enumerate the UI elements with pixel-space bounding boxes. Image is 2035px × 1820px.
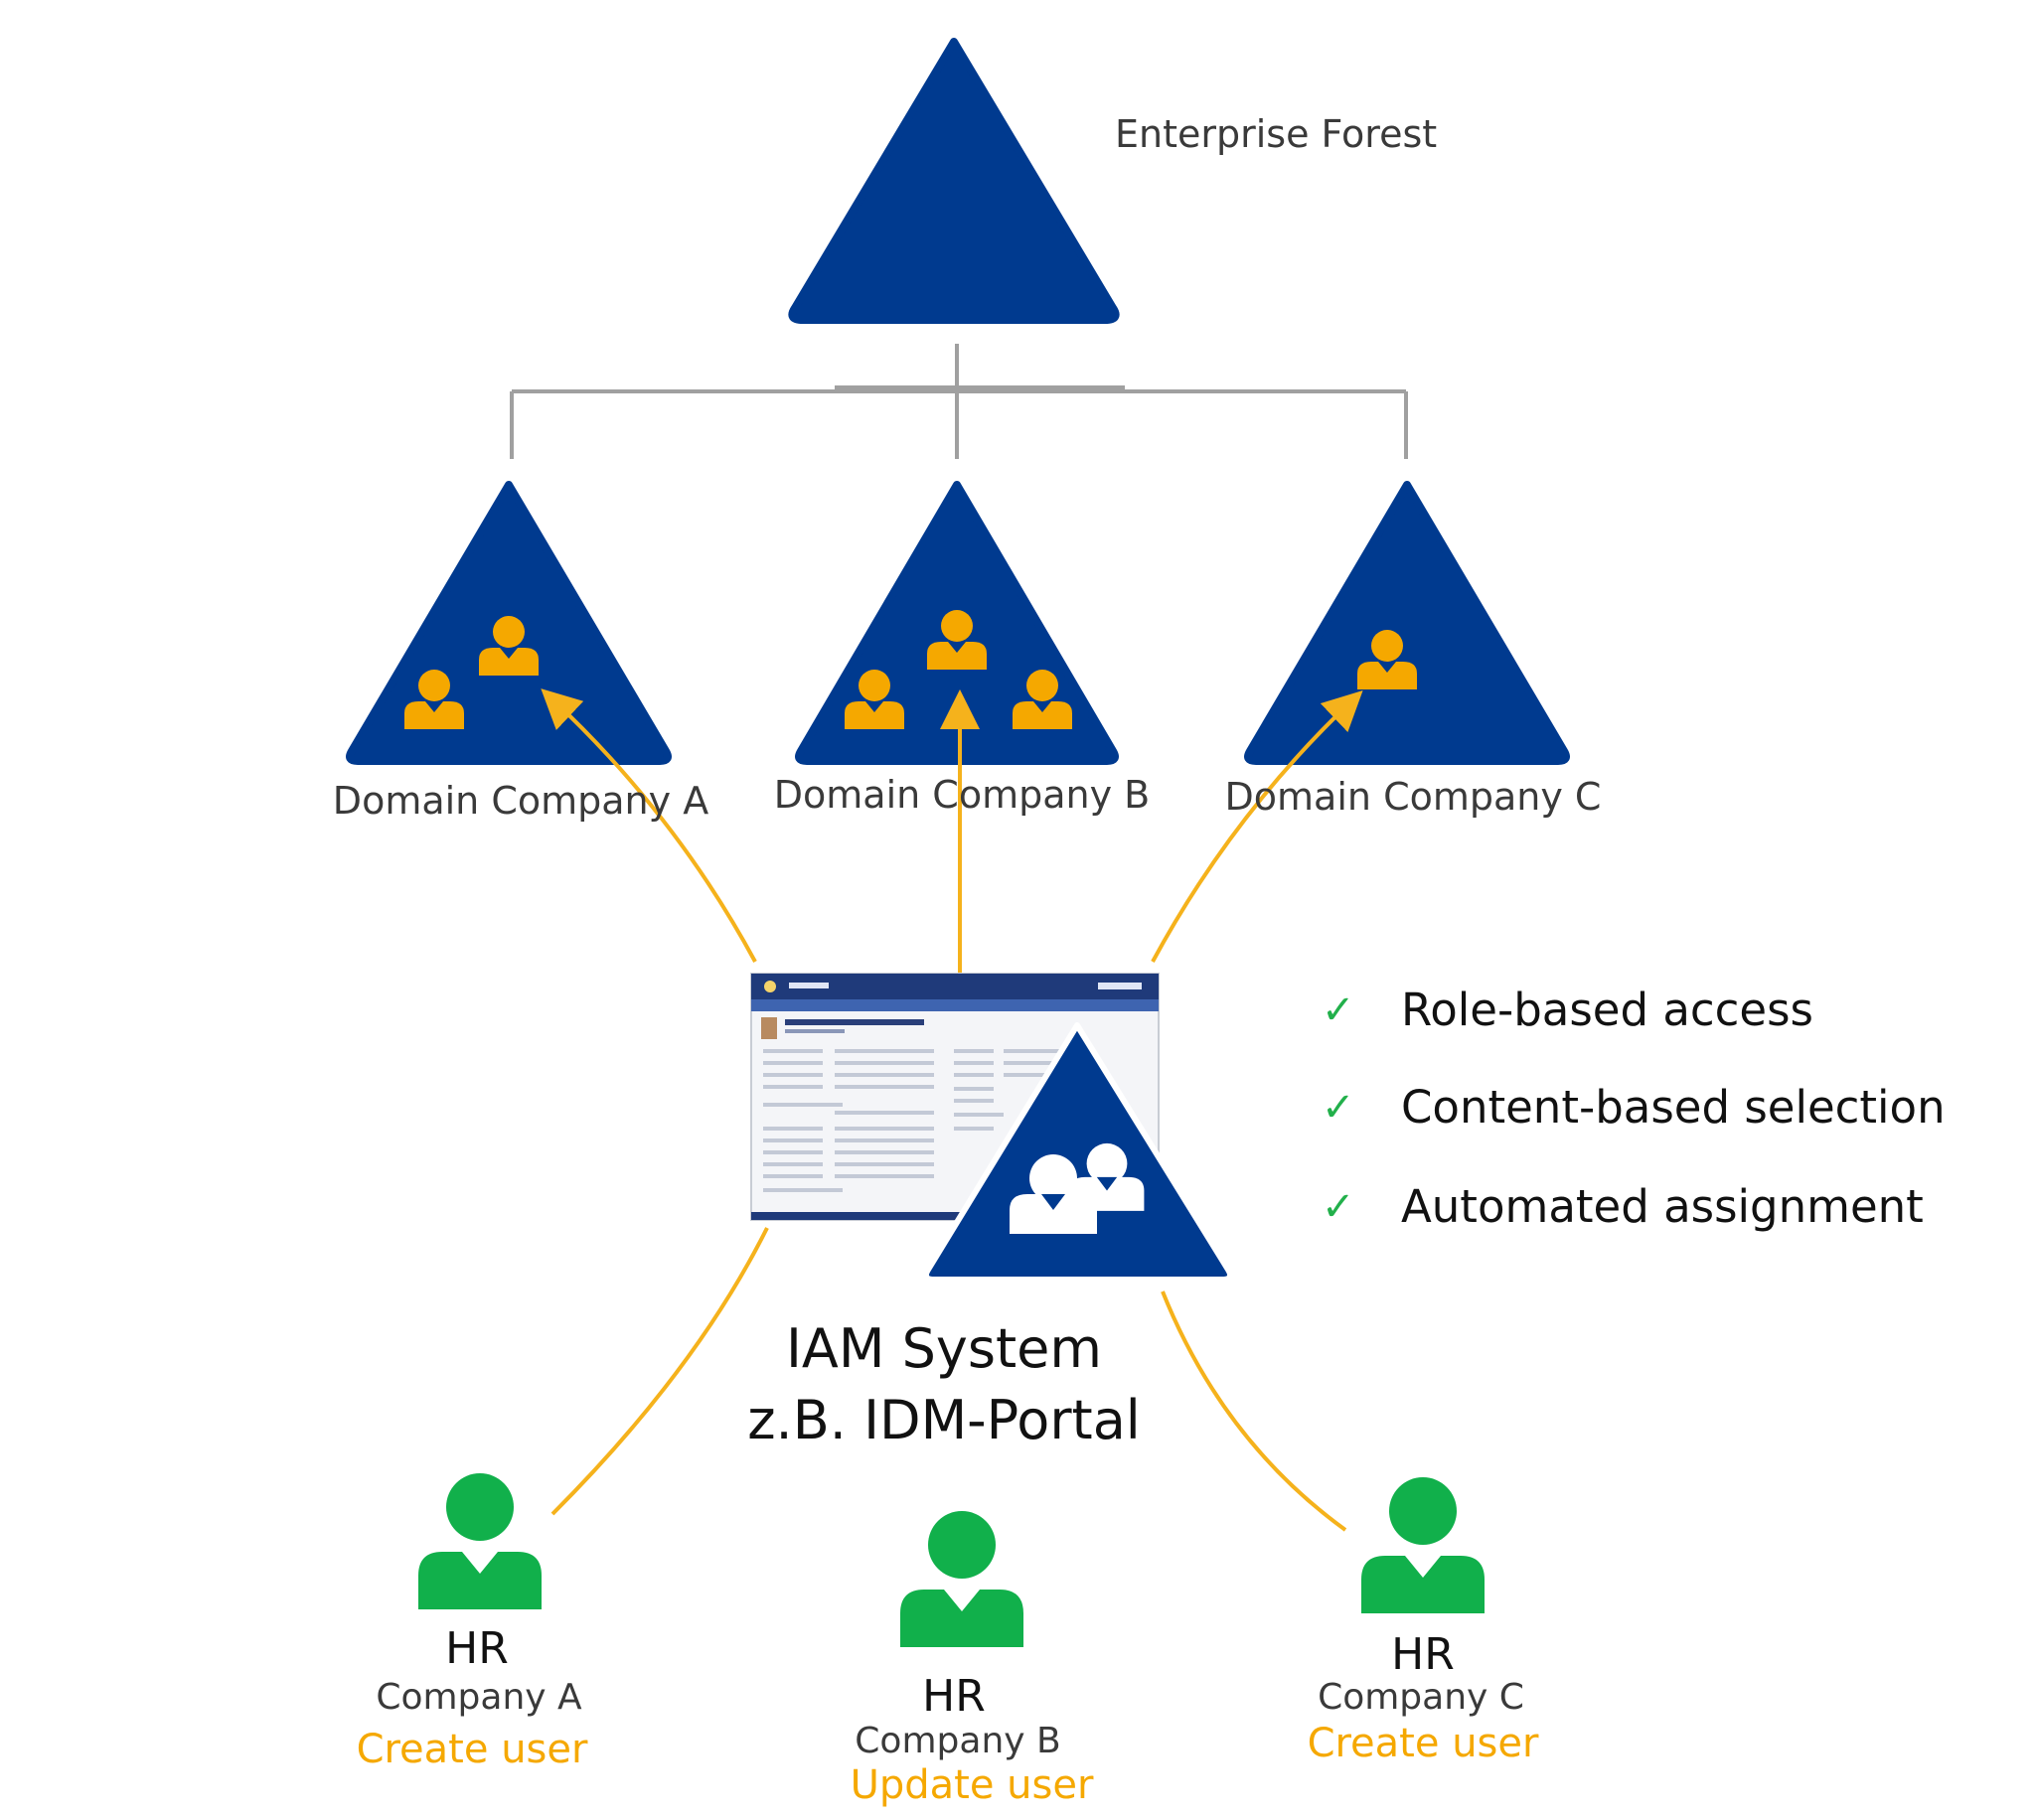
hr-a-title: HR (445, 1623, 509, 1674)
hr-b-action: Update user (850, 1762, 1094, 1808)
provisioning-arrows (541, 688, 1363, 974)
hr-c-company: Company C (1318, 1677, 1524, 1718)
iam-triangle (923, 1022, 1233, 1283)
feature-role-based: ✓ Role-based access (1322, 984, 1813, 1036)
checkmark-icon: ✓ (1322, 986, 1355, 1033)
feature-label: Automated assignment (1401, 1180, 1924, 1233)
hr-connections (550, 1227, 1347, 1532)
feature-content-based: ✓ Content-based selection (1322, 1081, 1946, 1134)
hr-a-company: Company A (376, 1677, 582, 1718)
hr-b-company: Company B (855, 1721, 1061, 1761)
forest-triangle (788, 38, 1120, 324)
feature-label: Role-based access (1401, 984, 1813, 1036)
tree-connector (510, 344, 1408, 459)
domain-a-label: Domain Company A (332, 779, 709, 823)
checkmark-icon: ✓ (1322, 1084, 1355, 1131)
hr-b-title: HR (922, 1671, 986, 1722)
hr-b-user-icon (900, 1511, 1023, 1647)
feature-automated: ✓ Automated assignment (1322, 1180, 1924, 1233)
forest-label: Enterprise Forest (1115, 112, 1438, 156)
hr-a-user-icon (418, 1473, 542, 1609)
iam-subtitle: z.B. IDM-Portal (747, 1389, 1141, 1451)
domain-c-triangle (1244, 481, 1570, 765)
hr-a-action: Create user (356, 1727, 588, 1772)
feature-label: Content-based selection (1401, 1081, 1946, 1134)
domain-b-label: Domain Company B (773, 773, 1151, 817)
hr-c-user-icon (1361, 1477, 1485, 1613)
hr-c-title: HR (1391, 1629, 1455, 1680)
domain-c-label: Domain Company C (1224, 775, 1602, 819)
iam-title: IAM System (786, 1317, 1102, 1380)
checkmark-icon: ✓ (1322, 1183, 1355, 1230)
hr-c-action: Create user (1307, 1721, 1539, 1766)
